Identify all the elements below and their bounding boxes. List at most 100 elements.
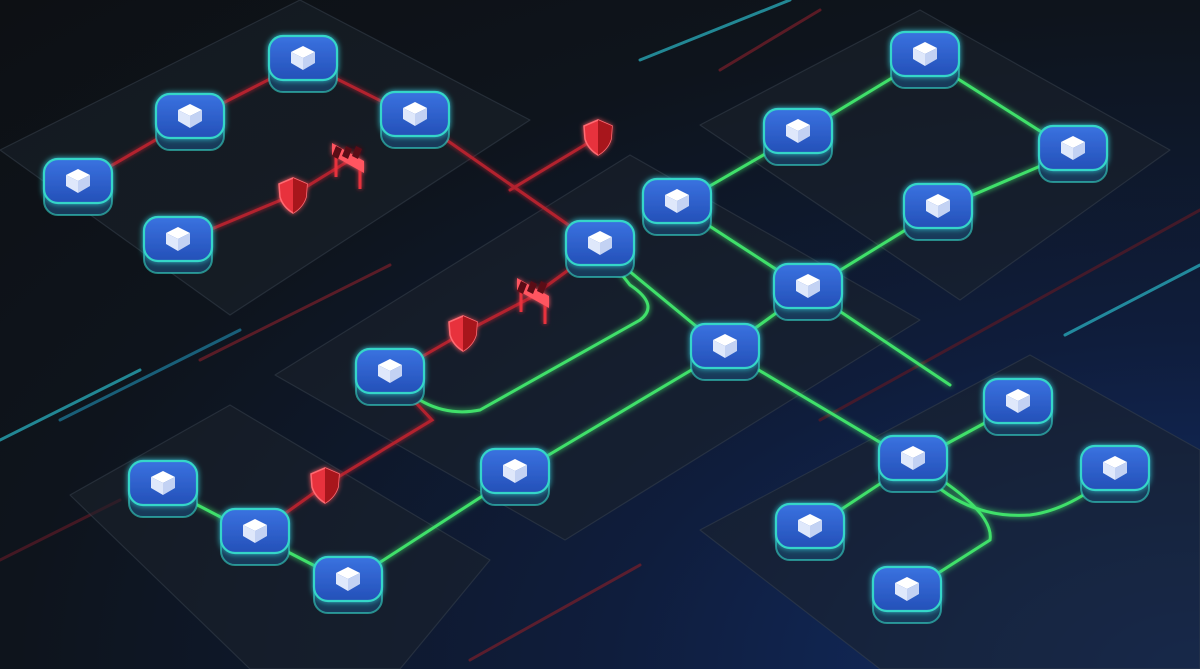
cube-right bbox=[1018, 395, 1030, 413]
barrier-stripe bbox=[332, 146, 342, 159]
network-node bbox=[312, 555, 384, 614]
network-node bbox=[1037, 124, 1109, 183]
network-node bbox=[354, 347, 426, 406]
cube-left bbox=[926, 200, 938, 218]
cube-icon bbox=[786, 119, 810, 143]
cube-left bbox=[588, 237, 600, 255]
cube-left bbox=[786, 125, 798, 143]
shield-icon bbox=[583, 119, 613, 156]
light-streak bbox=[818, 208, 1200, 422]
network-node bbox=[774, 502, 846, 561]
shield-icon bbox=[278, 177, 308, 214]
barrier-stripe bbox=[517, 281, 527, 294]
network-zone-panel bbox=[699, 9, 1171, 301]
cube-icon bbox=[291, 46, 315, 70]
cube-right bbox=[798, 125, 810, 143]
cube-right bbox=[913, 452, 925, 470]
network-node bbox=[479, 447, 551, 506]
cube-right bbox=[600, 237, 612, 255]
network-node bbox=[641, 177, 713, 236]
cube-left bbox=[796, 280, 808, 298]
cube-left bbox=[151, 477, 163, 495]
cube-icon bbox=[403, 102, 427, 126]
cube-icon bbox=[1061, 136, 1085, 160]
cube-icon bbox=[378, 359, 402, 383]
cube-right bbox=[390, 365, 402, 383]
shield-shade bbox=[463, 316, 477, 351]
cube-right bbox=[810, 520, 822, 538]
cube-left bbox=[1061, 142, 1073, 160]
cube-icon bbox=[926, 194, 950, 218]
network-zone-panel bbox=[274, 154, 921, 541]
network-node bbox=[154, 92, 226, 151]
network-node bbox=[142, 215, 214, 274]
light-streak bbox=[718, 8, 822, 72]
cube-right bbox=[725, 340, 737, 358]
shield-shade bbox=[293, 178, 307, 213]
cube-left bbox=[1006, 395, 1018, 413]
cube-icon bbox=[151, 471, 175, 495]
network-node bbox=[772, 262, 844, 321]
cube-right bbox=[515, 465, 527, 483]
cube-right bbox=[78, 175, 90, 193]
network-node bbox=[379, 90, 451, 149]
cube-icon bbox=[66, 169, 90, 193]
cube-right bbox=[163, 477, 175, 495]
cube-icon bbox=[798, 514, 822, 538]
network-node bbox=[982, 377, 1054, 436]
barrier-stripe bbox=[537, 281, 547, 294]
cube-left bbox=[66, 175, 78, 193]
cube-icon bbox=[243, 519, 267, 543]
network-node bbox=[762, 107, 834, 166]
cube-icon bbox=[1006, 389, 1030, 413]
cube-icon bbox=[665, 189, 689, 213]
cube-left bbox=[243, 525, 255, 543]
network-node bbox=[889, 30, 961, 89]
cube-right bbox=[808, 280, 820, 298]
cube-icon bbox=[588, 231, 612, 255]
shield-icon bbox=[448, 315, 478, 352]
light-streak bbox=[198, 263, 392, 362]
cube-right bbox=[348, 573, 360, 591]
barrier-icon bbox=[332, 143, 364, 189]
shield-icon bbox=[310, 467, 340, 504]
cube-right bbox=[1073, 142, 1085, 160]
cube-icon bbox=[913, 42, 937, 66]
cube-icon bbox=[901, 446, 925, 470]
blocked-connection bbox=[508, 135, 600, 192]
network-node bbox=[1079, 444, 1151, 503]
shield-shade bbox=[598, 120, 612, 155]
light-streak bbox=[638, 0, 792, 62]
cube-left bbox=[901, 452, 913, 470]
light-streak bbox=[0, 368, 142, 442]
cube-right bbox=[178, 233, 190, 251]
cube-icon bbox=[713, 334, 737, 358]
barrier-stripe bbox=[352, 146, 362, 159]
cube-right bbox=[255, 525, 267, 543]
cube-right bbox=[907, 583, 919, 601]
cube-right bbox=[925, 48, 937, 66]
cube-left bbox=[798, 520, 810, 538]
cube-right bbox=[677, 195, 689, 213]
cube-left bbox=[913, 48, 925, 66]
network-node bbox=[127, 459, 199, 518]
light-streak bbox=[468, 563, 642, 662]
network-node bbox=[871, 565, 943, 624]
cube-icon bbox=[166, 227, 190, 251]
cube-left bbox=[403, 108, 415, 126]
cube-left bbox=[166, 233, 178, 251]
cube-icon bbox=[895, 577, 919, 601]
cube-left bbox=[665, 195, 677, 213]
barrier-icon bbox=[517, 278, 549, 324]
network-node bbox=[42, 157, 114, 216]
cube-left bbox=[178, 110, 190, 128]
cube-left bbox=[336, 573, 348, 591]
cube-left bbox=[895, 583, 907, 601]
cube-left bbox=[291, 52, 303, 70]
cube-left bbox=[503, 465, 515, 483]
network-node bbox=[877, 434, 949, 493]
cube-icon bbox=[1103, 456, 1127, 480]
network-node bbox=[689, 322, 761, 381]
